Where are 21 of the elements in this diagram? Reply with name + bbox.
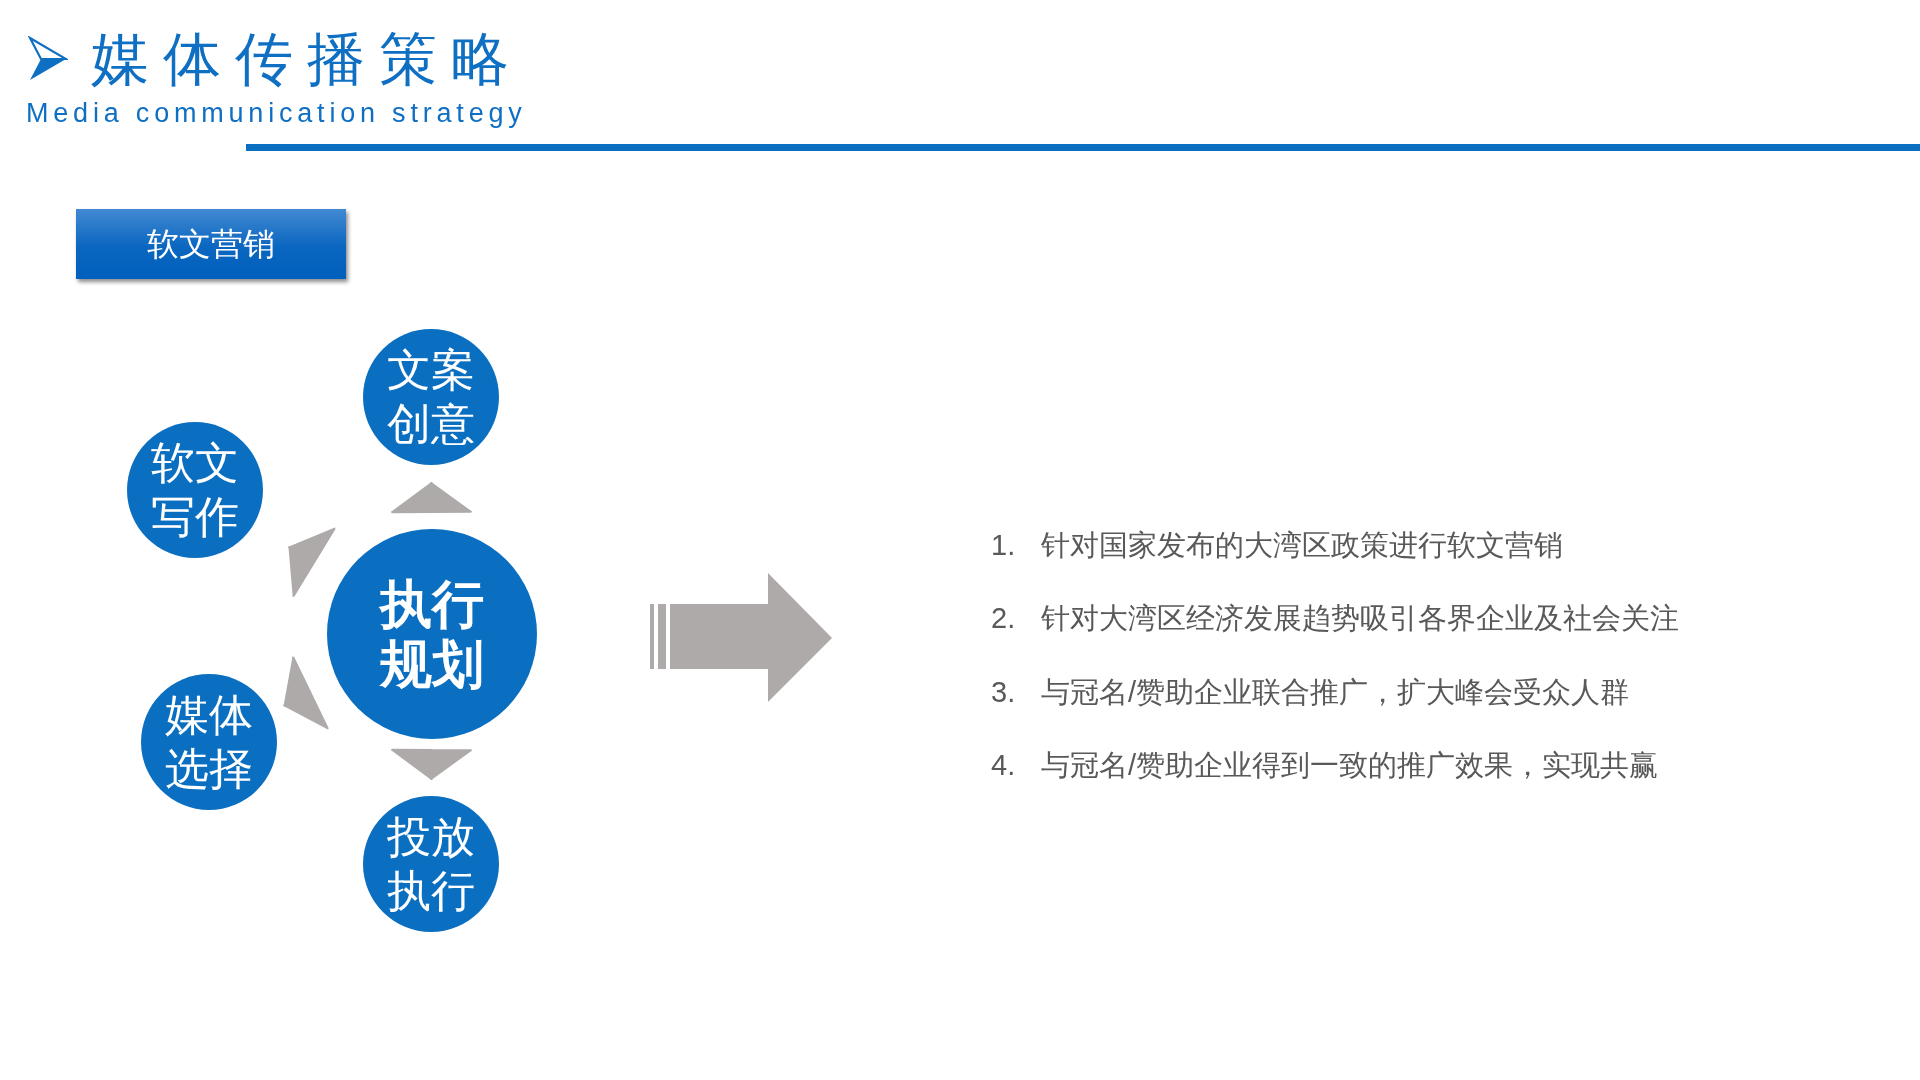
- page-title: 媒体传播策略: [91, 27, 523, 91]
- list-number: 3.: [991, 674, 1016, 710]
- subtitle: Media communication strategy: [26, 97, 527, 129]
- core-label: 执行规划: [379, 574, 485, 694]
- list-number: 1.: [991, 528, 1016, 563]
- topic-label: 文案创意: [386, 344, 476, 450]
- arrow: [390, 481, 473, 514]
- topic-label: 投放执行: [386, 811, 476, 917]
- arrow: [390, 748, 473, 781]
- topic-label: 媒体选择: [164, 689, 254, 795]
- list-item-text: 针对大湾区经济发展趋势吸引各界企业及社会关注: [1041, 601, 1679, 637]
- arrow: [287, 527, 336, 598]
- list-item-text: 与冠名/赞助企业联合推广，扩大峰会受众人群: [1041, 674, 1630, 710]
- list-number: 2.: [991, 601, 1016, 637]
- list-item-text: 针对国家发布的大湾区政策进行软文营销: [1041, 528, 1563, 563]
- section-banner: [76, 209, 346, 279]
- banner-label: 软文营销: [147, 225, 275, 263]
- list-number: 4.: [991, 747, 1016, 783]
- arrow: [282, 655, 329, 730]
- topic-label: 软文写作: [150, 437, 240, 543]
- list-item-text: 与冠名/赞助企业得到一致的推广效果，实现共赢: [1041, 747, 1659, 783]
